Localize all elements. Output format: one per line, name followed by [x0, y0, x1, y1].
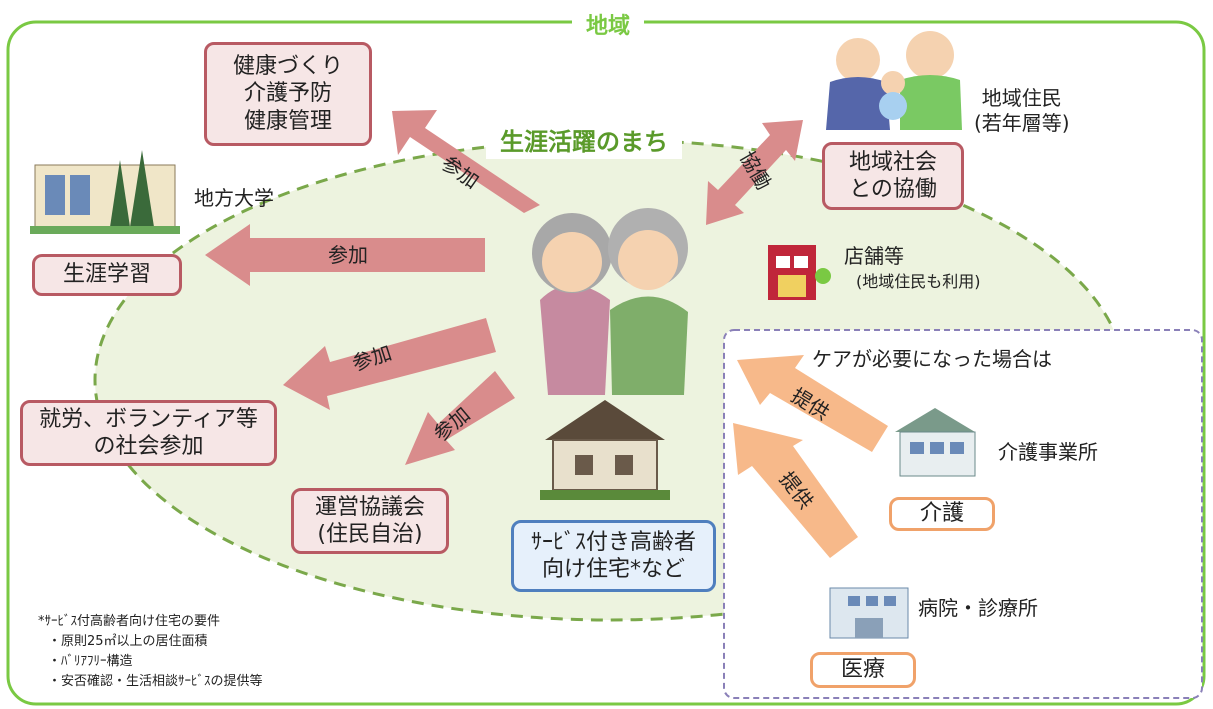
university-label: 地方大学	[194, 186, 274, 210]
health-box: 健康づくり 介護予防 健康管理	[204, 42, 372, 146]
arrow-participate-council	[405, 371, 515, 465]
footnote: *ｻｰﾋﾞｽ付高齢者向け住宅の要件 ・原則25㎡以上の居住面積 ・ﾊﾞﾘｱﾌﾘｰ…	[38, 612, 263, 693]
health-line-2: 介護予防	[243, 81, 332, 107]
health-line-1: 健康づくり	[232, 53, 343, 79]
elderly-couple-illustration	[532, 208, 688, 395]
footnote-item-3: ・安否確認・生活相談ｻｰﾋﾞｽの提供等	[48, 674, 263, 690]
arrow-participate-health	[392, 110, 540, 213]
housing-box: ｻｰﾋﾞｽ付き高齢者 向け住宅*など	[511, 520, 716, 592]
residents-line-2: (若年層等)	[974, 111, 1070, 135]
region-title: 地域	[572, 8, 645, 40]
work-line-1: 就労、ボランティア等	[39, 406, 258, 432]
medical-label: 医療	[840, 657, 885, 683]
medical-box: 医療	[810, 652, 916, 688]
housing-line-2: 向け住宅*など	[541, 557, 685, 582]
care-office-illustration	[895, 408, 976, 477]
residents-label: 地域住民 (若年層等)	[974, 86, 1070, 136]
collab-box: 地域社会 との協働	[822, 142, 964, 210]
residents-illustration	[826, 31, 962, 130]
learning-label: 生涯学習	[62, 262, 151, 288]
nursing-box: 介護	[889, 497, 995, 531]
shop-label: 店舗等	[844, 244, 904, 268]
housing-line-1: ｻｰﾋﾞｽ付き高齢者	[530, 529, 696, 555]
shop-illustration	[768, 245, 831, 300]
council-line-1: 運営協議会	[314, 494, 425, 520]
participate-label-learning: 参加	[328, 243, 368, 267]
house-illustration	[540, 400, 670, 500]
care-office-label: 介護事業所	[998, 440, 1098, 464]
work-line-2: の社会参加	[93, 434, 204, 459]
footnote-title: *ｻｰﾋﾞｽ付高齢者向け住宅の要件	[38, 614, 221, 629]
council-box: 運営協議会 (住民自治)	[291, 488, 449, 554]
footnote-item-2: ・ﾊﾞﾘｱﾌﾘｰ構造	[48, 654, 133, 670]
arrow-provide-medical	[733, 423, 858, 558]
residents-line-1: 地域住民	[981, 86, 1062, 110]
council-line-2: (住民自治)	[317, 522, 423, 547]
footnote-item-1: ・原則25㎡以上の居住面積	[48, 634, 208, 650]
arrow-collaborate	[706, 120, 803, 225]
shop-note: (地域住民も利用)	[856, 272, 981, 291]
collab-line-2: との協働	[849, 177, 937, 202]
health-line-3: 健康管理	[243, 108, 332, 134]
arrow-provide-nursing	[737, 355, 888, 452]
arrow-participate-work	[283, 318, 496, 410]
hospital-illustration	[829, 587, 909, 639]
work-box: 就労、ボランティア等 の社会参加	[20, 400, 277, 466]
arrow-participate-learning	[205, 224, 485, 286]
hospital-label: 病院・診療所	[918, 596, 1038, 620]
learning-box: 生涯学習	[32, 254, 182, 296]
nursing-label: 介護	[919, 501, 964, 527]
collab-line-1: 地域社会	[848, 149, 937, 175]
care-heading: ケアが必要になった場合は	[812, 347, 1052, 371]
town-title: 生涯活躍のまち	[486, 120, 682, 159]
university-illustration	[30, 150, 180, 234]
